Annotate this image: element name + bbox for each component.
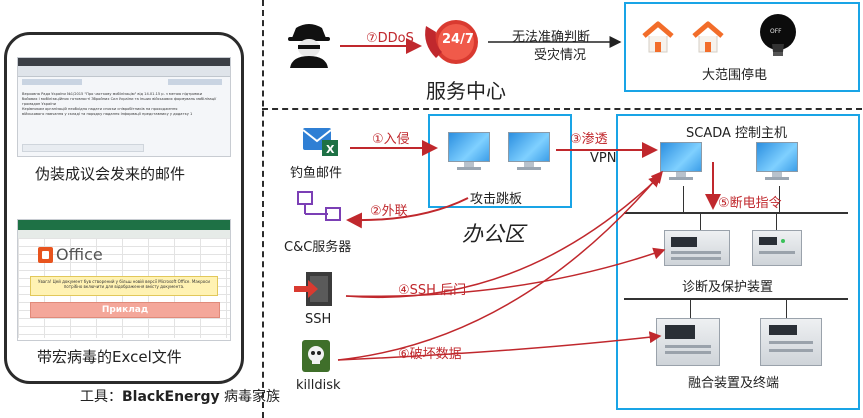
killdisk-label: killdisk bbox=[296, 378, 341, 393]
outage-label: 大范围停电 bbox=[702, 68, 768, 83]
step-3-label: ③渗透 bbox=[570, 132, 608, 147]
email-icon: X bbox=[302, 124, 340, 158]
evidence-panel: Верховна Рада України №1/2015 "Про частк… bbox=[4, 32, 244, 384]
computer-icon bbox=[660, 142, 702, 182]
macro-warning: Увага! Цей документ був створений у біль… bbox=[30, 276, 218, 296]
step-6-label: ⑥破坏数据 bbox=[398, 347, 462, 362]
step-1-label: ①入侵 bbox=[372, 132, 410, 147]
hacker-icon bbox=[286, 18, 332, 68]
step-7-label: ⑦DDoS bbox=[366, 31, 414, 46]
computer-icon bbox=[508, 132, 550, 172]
bus-line bbox=[624, 298, 848, 300]
excel-caption: 带宏病毒的Excel文件 bbox=[37, 348, 182, 366]
service-center-label: 服务中心 bbox=[426, 79, 506, 103]
step-4-label: ④SSH 后门 bbox=[398, 283, 467, 298]
office-zone-label: 办公区 bbox=[462, 222, 525, 246]
enable-content-button[interactable]: Приклад bbox=[30, 302, 220, 318]
tool-caption: 工具：BlackEnergy 病毒家族 bbox=[80, 389, 281, 405]
phishing-mail-label: 钓鱼邮件 bbox=[290, 166, 343, 181]
email-screenshot: Верховна Рада України №1/2015 "Про частк… bbox=[17, 57, 231, 157]
light-bulb-off-icon: OFF bbox=[758, 12, 798, 60]
vpn-label: VPN bbox=[590, 151, 617, 166]
vertical-divider bbox=[262, 0, 264, 418]
email-body: Верховна Рада України №1/2015 "Про частк… bbox=[22, 92, 217, 116]
excel-screenshot: Office Увага! Цей документ був створений… bbox=[17, 219, 231, 341]
scada-host-label: SCADA 控制主机 bbox=[686, 126, 788, 141]
arrow-ssh bbox=[345, 174, 662, 299]
svg-text:X: X bbox=[326, 143, 335, 156]
terminal-device bbox=[656, 318, 720, 366]
protection-device bbox=[752, 230, 802, 266]
diag-protect-label: 诊断及保护装置 bbox=[682, 280, 774, 295]
email-caption: 伪装成议会发来的邮件 bbox=[35, 165, 186, 183]
jump-host-label: 攻击跳板 bbox=[470, 192, 523, 207]
house-icon bbox=[640, 20, 676, 56]
service-center-icon: 24/7 bbox=[420, 12, 482, 72]
killdisk-icon bbox=[300, 338, 332, 374]
arrow-destroy bbox=[337, 331, 662, 361]
arrow-destroy bbox=[337, 170, 663, 361]
bus-line bbox=[624, 212, 848, 214]
house-icon bbox=[690, 20, 726, 56]
computer-icon bbox=[448, 132, 490, 172]
cc-server-label: C&C服务器 bbox=[284, 240, 352, 255]
step-2-label: ②外联 bbox=[370, 204, 408, 219]
arrow-outbound bbox=[346, 197, 469, 229]
office-logo: Office bbox=[38, 245, 103, 264]
cc-server-icon bbox=[294, 190, 346, 226]
step-5-label: ⑤断电指令 bbox=[718, 196, 782, 211]
judgement-line-2: 受灾情况 bbox=[534, 48, 587, 63]
ssh-label: SSH bbox=[305, 312, 332, 327]
arrow-ssh bbox=[345, 247, 666, 298]
protection-device bbox=[664, 230, 730, 266]
terminal-device bbox=[760, 318, 822, 366]
computer-icon bbox=[756, 142, 798, 182]
horizontal-divider bbox=[262, 108, 862, 110]
fusion-terminal-label: 融合装置及终端 bbox=[688, 376, 780, 391]
ssh-door-icon bbox=[292, 270, 336, 308]
